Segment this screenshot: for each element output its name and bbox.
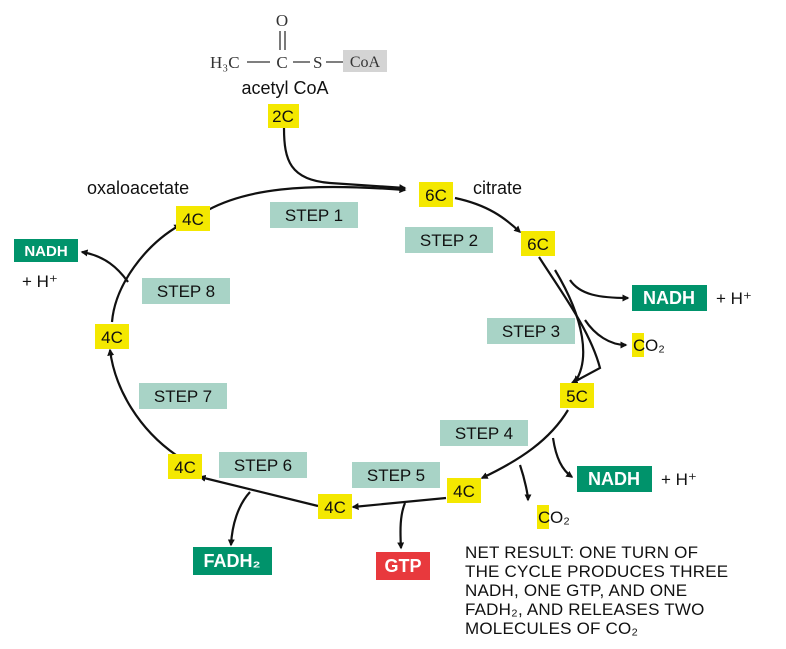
acetyl-entry-arrow bbox=[282, 127, 407, 192]
arrow-oxaloacetate-to-citrate bbox=[207, 185, 407, 211]
co2-step4-arrow bbox=[518, 464, 532, 502]
sulfur-label: S bbox=[313, 53, 322, 72]
step-1-box bbox=[270, 202, 358, 228]
step-5-label: STEP 5 bbox=[367, 466, 425, 485]
co2-step4-c: C bbox=[538, 508, 550, 527]
nadh-step3-proton: + H⁺ bbox=[716, 289, 752, 308]
co2-step3-carbon-highlight bbox=[632, 333, 644, 357]
carbonyl-oxygen-label: O bbox=[276, 11, 288, 30]
succinate-carbon-label: 4C bbox=[324, 498, 346, 517]
nadh-step4-arrow bbox=[551, 437, 574, 478]
co2-step3-c: C bbox=[633, 336, 645, 355]
product-arrows bbox=[80, 249, 630, 550]
co2-step3-arrow bbox=[584, 319, 628, 349]
co2-step4-o2: O₂ bbox=[550, 508, 570, 527]
isocitrate-carbon-label: 6C bbox=[527, 235, 549, 254]
step-labels: STEP 1 STEP 2 STEP 3 STEP 4 STEP 5 STEP … bbox=[139, 202, 575, 488]
ketoglutarate-carbon-label: 5C bbox=[566, 387, 588, 406]
step-2-box bbox=[405, 227, 493, 253]
citrate-carbon-box bbox=[419, 182, 453, 207]
net-result-line-2: THE CYCLE PRODUCES THREE bbox=[465, 562, 729, 581]
coa-box bbox=[343, 50, 387, 72]
acetyl-carbon-box bbox=[268, 104, 299, 128]
fadh2-box bbox=[193, 547, 272, 575]
cycle-arrows bbox=[107, 127, 602, 510]
products: NADH + H⁺ C O₂ NADH + H⁺ C O₂ GTP FADH₂ … bbox=[14, 239, 752, 580]
step-6-box bbox=[219, 452, 307, 478]
nadh-step4-label: NADH bbox=[588, 469, 640, 489]
step-3-label: STEP 3 bbox=[502, 322, 560, 341]
step-4-label: STEP 4 bbox=[455, 424, 513, 443]
malate-carbon-box bbox=[95, 324, 129, 349]
nadh-step8-label: NADH bbox=[24, 243, 67, 260]
isocitrate-carbon-box bbox=[521, 231, 555, 256]
arrow-step6 bbox=[198, 474, 319, 508]
net-result-line-4: FADH₂, AND RELEASES TWO bbox=[465, 600, 705, 619]
acetyl-coa-name: acetyl CoA bbox=[241, 78, 328, 98]
gtp-label: GTP bbox=[384, 556, 421, 576]
acetyl-coa-structure: O H₃C C S CoA acetyl CoA bbox=[210, 11, 387, 98]
step-7-box bbox=[139, 383, 227, 409]
citrate-carbon-label: 6C bbox=[425, 186, 447, 205]
ketoglutarate-carbon-box bbox=[560, 383, 594, 408]
succinate-carbon-box bbox=[318, 494, 352, 519]
co2-step4-carbon-highlight bbox=[537, 505, 549, 529]
succinyl-coa-carbon-label: 4C bbox=[453, 482, 475, 501]
oxaloacetate-name: oxaloacetate bbox=[87, 178, 189, 198]
net-result-line-3: NADH, ONE GTP, AND ONE bbox=[465, 581, 688, 600]
net-result-text: NET RESULT: ONE TURN OF THE CYCLE PRODUC… bbox=[465, 543, 780, 638]
net-result-line-1: NET RESULT: ONE TURN OF bbox=[465, 543, 699, 562]
arrow-step4 bbox=[480, 409, 569, 479]
fumarate-carbon-label: 4C bbox=[174, 458, 196, 477]
arrow-step7 bbox=[107, 348, 177, 456]
nadh-step8-box bbox=[14, 239, 78, 262]
carbon-label: C bbox=[276, 53, 287, 72]
step-8-label: STEP 8 bbox=[157, 282, 215, 301]
gtp-arrow bbox=[397, 502, 407, 550]
malate-carbon-label: 4C bbox=[101, 328, 123, 347]
net-result-line-5: MOLECULES OF CO₂ bbox=[465, 619, 639, 638]
nadh-step8-proton: + H⁺ bbox=[22, 272, 58, 291]
coa-label: CoA bbox=[350, 54, 381, 71]
arrow-step8 bbox=[110, 224, 182, 323]
nadh-step3-arrow bbox=[569, 279, 630, 302]
gtp-box bbox=[376, 552, 430, 580]
step-2-label: STEP 2 bbox=[420, 231, 478, 250]
carbon-boxes: 6C 6C 5C 4C 4C 4C 4C 4C bbox=[95, 182, 594, 519]
citrate-name: citrate bbox=[473, 178, 522, 198]
methyl-label: H₃C bbox=[210, 53, 240, 72]
nadh-step4-proton: + H⁺ bbox=[661, 470, 697, 489]
nadh-step3-label: NADH bbox=[643, 288, 695, 308]
succinyl-coa-carbon-box bbox=[447, 478, 481, 503]
arrow-step5 bbox=[351, 496, 447, 510]
arrow-step3-main bbox=[554, 269, 585, 384]
nadh-step8-arrow bbox=[80, 249, 129, 283]
step-4-box bbox=[440, 420, 528, 446]
acetyl-carbon-label: 2C bbox=[272, 107, 294, 126]
fadh2-arrow bbox=[227, 491, 251, 547]
oxaloacetate-carbon-box bbox=[176, 206, 210, 231]
nadh-step3-box bbox=[632, 285, 707, 311]
step-5-box bbox=[352, 462, 440, 488]
co2-step3-o2: O₂ bbox=[645, 336, 665, 355]
fadh2-label: FADH₂ bbox=[204, 551, 261, 571]
step-1-label: STEP 1 bbox=[285, 206, 343, 225]
step-8-box bbox=[142, 278, 230, 304]
step-6-label: STEP 6 bbox=[234, 456, 292, 475]
fumarate-carbon-box bbox=[168, 454, 202, 479]
step-7-label: STEP 7 bbox=[154, 387, 212, 406]
nadh-step4-box bbox=[577, 466, 652, 492]
oxaloacetate-carbon-label: 4C bbox=[182, 210, 204, 229]
arrow-step2 bbox=[454, 196, 522, 233]
step-3-box bbox=[487, 318, 575, 344]
